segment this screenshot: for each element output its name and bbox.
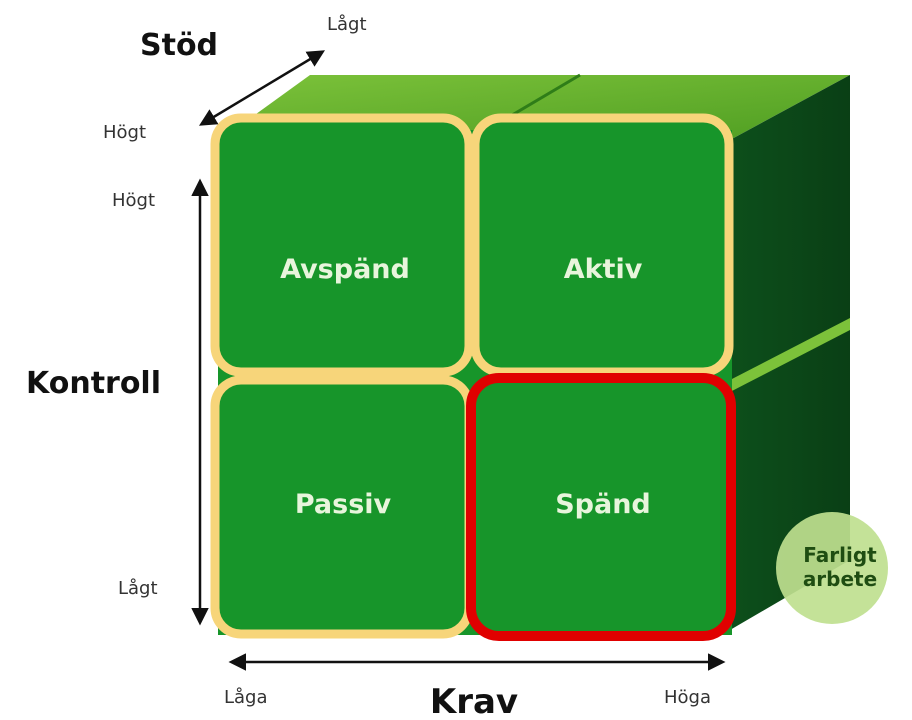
axis-kontroll-low: Lågt	[118, 578, 158, 599]
quadrant-label-spand: Spänd	[555, 489, 651, 520]
axis-label-krav: Krav	[430, 682, 518, 720]
quadrant-label-aktiv: Aktiv	[564, 254, 643, 285]
cube-side-seam	[730, 318, 850, 392]
axis-label-stod: Stöd	[140, 28, 218, 63]
quadrant-bottom-right	[466, 373, 736, 641]
danger-badge	[776, 512, 888, 624]
danger-badge-line2: arbete	[803, 567, 877, 591]
axis-krav-high: Höga	[664, 687, 711, 708]
quadrant-label-passiv: Passiv	[295, 489, 392, 520]
axis-label-kontroll: Kontroll	[26, 366, 161, 401]
axis-krav-low: Låga	[224, 687, 268, 708]
quadrant-top-left	[210, 113, 474, 377]
axis-stod-low: Lågt	[327, 14, 367, 35]
quadrant-top-right	[470, 113, 734, 377]
axis-arrow-stod	[198, 50, 326, 126]
axis-stod-high: Högt	[103, 122, 146, 143]
axis-kontroll-high: Högt	[112, 190, 155, 211]
danger-badge-line1: Farligt	[803, 543, 877, 567]
quadrant-label-avspand: Avspänd	[280, 254, 410, 285]
